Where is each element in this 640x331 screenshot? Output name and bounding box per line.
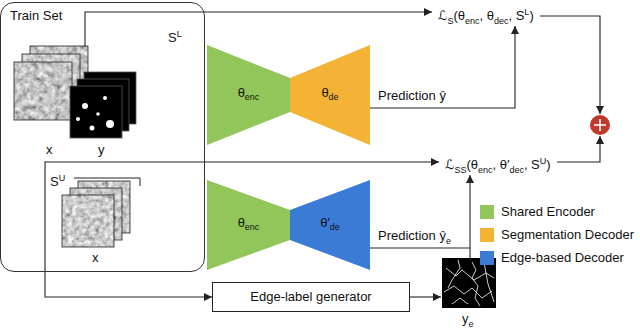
mask-stack [70, 72, 136, 138]
label-text: U [540, 156, 547, 166]
label-text: y [462, 311, 469, 326]
decoder-block: θde [290, 45, 370, 145]
label-group: SU [50, 170, 65, 190]
label-text: S [50, 174, 59, 189]
label-text: , θ [479, 8, 493, 23]
label-text: enc [478, 165, 493, 175]
label-text: , S [508, 8, 524, 23]
label-group: ℒS(θenc, θdec, SL) [438, 4, 534, 29]
label-text: ℒ [445, 157, 454, 172]
encoder-block: θenc [207, 45, 290, 145]
decoder-block: θ′de [290, 180, 370, 270]
legend-label: Shared Encoder [501, 204, 595, 220]
trapezoid-fill [290, 180, 370, 270]
label-group: x [92, 250, 99, 266]
legend-item: Segmentation Decoder [480, 227, 634, 243]
process-box: Edge-label generator [212, 282, 410, 312]
trapezoid-fill [290, 45, 370, 145]
label-text: y [98, 142, 105, 157]
label-text: L [524, 7, 529, 17]
data-arrow [45, 162, 439, 272]
label-text: ℒ [438, 8, 447, 23]
prediction-arrow [370, 247, 470, 248]
label-group: x [46, 142, 53, 158]
encoder-block: θenc [207, 180, 290, 270]
label-text: , S [524, 157, 540, 172]
data-arrow [85, 12, 432, 46]
legend-swatch [480, 205, 494, 219]
image-stack [62, 181, 130, 247]
node-text: θ [321, 85, 328, 100]
label-text: Prediction ŷ [378, 228, 446, 243]
label-group: ye [462, 311, 474, 331]
node-text-group: θde [321, 85, 338, 106]
label-text: e [469, 319, 474, 329]
set-bracket [74, 178, 140, 186]
legend-label: Edge-based Decoder [501, 250, 624, 266]
label-text: , θ′ [492, 157, 509, 172]
legend-item: Shared Encoder [480, 204, 595, 220]
legend-swatch [480, 251, 494, 265]
label-text: x [92, 250, 99, 265]
label-group: Prediction ŷ [378, 88, 446, 104]
label-text: enc [465, 16, 480, 26]
node-text: enc [245, 222, 260, 232]
label-text: (θ [453, 8, 465, 23]
label-text: S [447, 16, 453, 26]
label-arrow [410, 296, 441, 297]
node-text: Edge-label generator [250, 289, 371, 304]
label-text: e [446, 236, 451, 246]
edge-map-image [442, 258, 496, 308]
label-text: x [46, 142, 53, 157]
label-text: (θ [466, 157, 478, 172]
legend-label: Segmentation Decoder [501, 227, 634, 243]
loss-arrow [557, 136, 600, 162]
label-group: Prediction ŷe [378, 228, 451, 249]
label-text: ) [529, 8, 533, 23]
node-text: θ [238, 85, 245, 100]
node-text-group: θ′de [320, 215, 340, 236]
sum-symbol [590, 115, 610, 135]
prediction-arrow [370, 26, 515, 108]
node-text-group: θenc [238, 85, 260, 106]
label-arrow [469, 175, 470, 258]
node-text: θ′ [320, 215, 330, 230]
label-text: Prediction ŷ [378, 88, 446, 103]
node-text: enc [245, 92, 260, 102]
node-text-group: Train Set [10, 8, 62, 24]
node-text: de [329, 92, 339, 102]
label-text: dec [509, 165, 524, 175]
loss-arrow [540, 16, 600, 114]
label-text: dec [494, 16, 509, 26]
trapezoid-fill [207, 45, 290, 145]
legend-item: Edge-based Decoder [480, 250, 624, 266]
label-text: ) [546, 157, 550, 172]
node-text: Train Set [10, 8, 62, 23]
label-text: L [177, 29, 182, 39]
label-text: SS [454, 165, 466, 175]
label-text: U [59, 173, 66, 183]
label-group: y [98, 142, 105, 158]
node-text-group: θenc [238, 215, 260, 236]
label-group: ℒSS(θenc, θ′dec, SU) [445, 153, 551, 178]
flow-arrow [45, 272, 212, 297]
node-text: de [330, 222, 340, 232]
label-text: S [168, 30, 177, 45]
trapezoid-fill [207, 180, 290, 270]
label-group: SL [168, 26, 182, 46]
legend-swatch [480, 228, 494, 242]
node-text-group: Edge-label generator [250, 289, 371, 305]
node-text: θ [238, 215, 245, 230]
